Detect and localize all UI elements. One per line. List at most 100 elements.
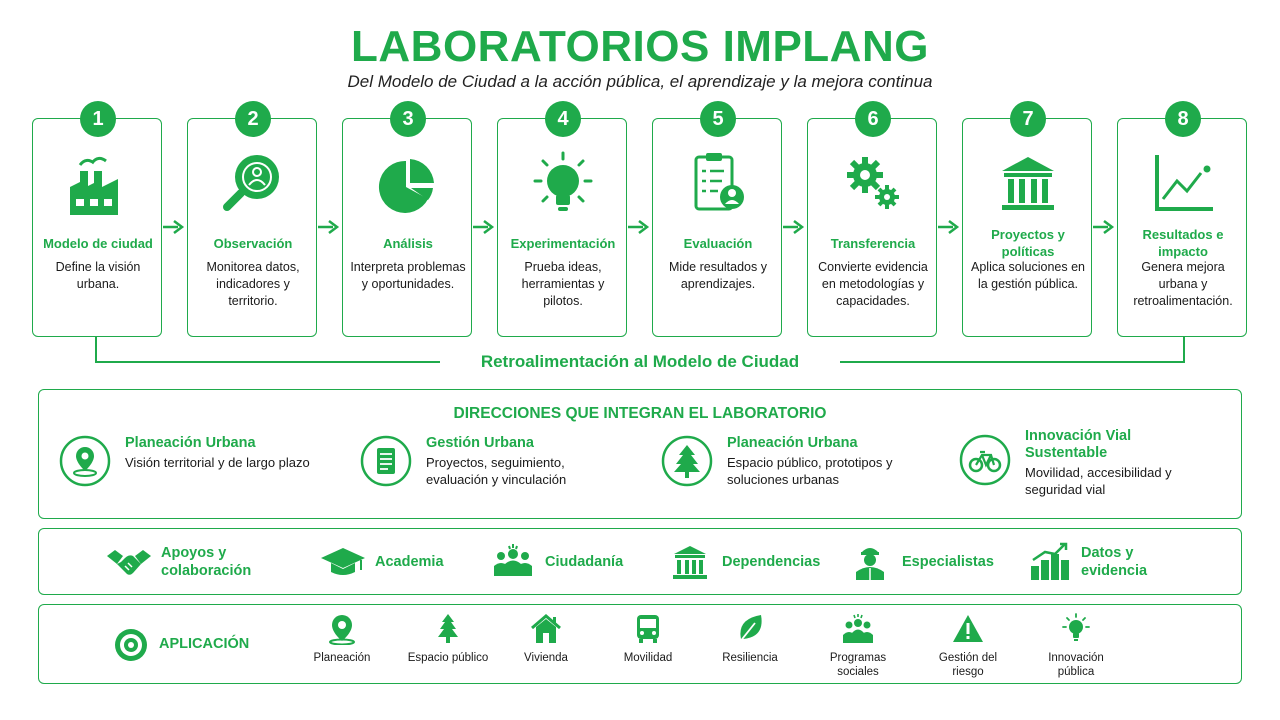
step-card-2: 2 Observación Monitorea datos, indicador… bbox=[187, 101, 317, 337]
arrow-right-icon bbox=[628, 220, 650, 234]
support-label: Datos y evidencia bbox=[1081, 545, 1148, 579]
bar-chart-icon bbox=[1031, 542, 1069, 580]
application-panel: APLICACIÓN Planeación Espacio público Vi… bbox=[38, 604, 1242, 684]
step-description: Mide resultados y aprendizajes. bbox=[669, 260, 767, 291]
application-item: Espacio público bbox=[403, 613, 493, 665]
step-number: 4 bbox=[545, 101, 581, 137]
direction-item: Gestión Urbana Proyectos, seguimiento, e… bbox=[360, 435, 660, 495]
step-description: Genera mejora urbana y retroalimentación… bbox=[1133, 260, 1233, 308]
step-title: Transferencia bbox=[830, 235, 916, 251]
factory-icon bbox=[70, 156, 118, 215]
step-number: 7 bbox=[1010, 101, 1046, 137]
lightbulb-icon bbox=[1062, 613, 1090, 641]
step-card-8: 8 Resultados e impacto Genera mejora urb… bbox=[1117, 101, 1247, 337]
direction-description: Movilidad, accesibilidad y seguridad via… bbox=[1025, 465, 1172, 497]
application-item: Innovación pública bbox=[1031, 613, 1121, 679]
application-item-label: Innovación pública bbox=[1048, 652, 1104, 678]
step-title: Análisis bbox=[383, 235, 433, 251]
directions-title: DIRECCIONES QUE INTEGRAN EL LABORATORIO bbox=[453, 405, 827, 422]
specialist-icon bbox=[856, 548, 884, 580]
step-number: 1 bbox=[80, 101, 116, 137]
document-icon bbox=[360, 435, 412, 487]
support-item: Especialistas bbox=[846, 541, 994, 583]
arrow-right-icon bbox=[163, 220, 185, 234]
direction-description: Visión territorial y de largo plazo bbox=[125, 455, 310, 470]
step-number: 6 bbox=[855, 101, 891, 137]
support-label: Dependencias bbox=[722, 554, 821, 570]
step-card-4: 4 Experimentación Prueba ideas, herramie… bbox=[497, 101, 627, 337]
target-icon bbox=[115, 629, 147, 661]
step-description: Monitorea datos, indicadores y territori… bbox=[206, 260, 300, 308]
support-item: Dependencias bbox=[666, 541, 820, 583]
leaf-icon bbox=[738, 615, 762, 644]
step-title: Experimentación bbox=[510, 235, 616, 251]
magnifier-person-icon bbox=[223, 155, 279, 211]
application-item-label: Resiliencia bbox=[722, 652, 778, 664]
arrow-right-icon bbox=[318, 220, 340, 234]
step-card-6: 6 Transferencia Convierte evidencia en m… bbox=[807, 101, 937, 337]
direction-description: Proyectos, seguimiento, evaluación y vin… bbox=[426, 455, 567, 487]
direction-description: Espacio público, prototipos y soluciones… bbox=[727, 455, 893, 487]
support-item: Ciudadanía bbox=[489, 541, 623, 583]
page-subtitle: Del Modelo de Ciudad a la acción pública… bbox=[347, 72, 933, 91]
feedback-label: Retroalimentación al Modelo de Ciudad bbox=[440, 352, 840, 372]
pie-chart-icon bbox=[378, 159, 434, 213]
direction-item: Planeación Urbana Visión territorial y d… bbox=[59, 435, 359, 495]
step-card-5: 5 Evaluación Mide resultados y aprendiza… bbox=[652, 101, 782, 337]
step-title: Observación bbox=[213, 235, 293, 251]
tree-icon bbox=[438, 614, 458, 643]
application-item: Programas sociales bbox=[813, 613, 903, 679]
application-item-label: Movilidad bbox=[623, 652, 673, 664]
application-item-label: Programas sociales bbox=[829, 652, 887, 678]
support-item: Datos y evidencia bbox=[1025, 541, 1171, 583]
step-card-3: 3 Análisis Interpreta problemas y oportu… bbox=[342, 101, 472, 337]
support-label: Apoyos y colaboración bbox=[161, 545, 252, 579]
arrow-right-icon bbox=[1093, 220, 1115, 234]
step-title: Resultados e impacto bbox=[1142, 227, 1224, 259]
step-description: Define la visión urbana. bbox=[55, 260, 141, 291]
direction-name: Innovación Vial Sustentable bbox=[1025, 428, 1132, 461]
arrow-right-icon bbox=[473, 220, 495, 234]
support-label: Especialistas bbox=[902, 554, 994, 570]
step-description: Aplica soluciones en la gestión pública. bbox=[971, 260, 1085, 291]
step-description: Convierte evidencia en metodologías y ca… bbox=[818, 260, 928, 308]
step-title: Modelo de ciudad bbox=[43, 235, 153, 251]
bicycle-icon bbox=[959, 434, 1011, 486]
people-icon bbox=[494, 544, 532, 576]
application-item-label: Gestión del riesgo bbox=[938, 652, 998, 678]
tree-icon bbox=[661, 435, 713, 487]
gears-icon bbox=[847, 157, 899, 209]
support-item: Academia bbox=[319, 541, 444, 583]
map-pin-icon bbox=[59, 435, 111, 487]
government-icon bbox=[673, 546, 707, 579]
arrow-right-icon bbox=[783, 220, 805, 234]
building-icon bbox=[1002, 157, 1054, 210]
bus-icon bbox=[637, 615, 659, 643]
direction-item: Planeación Urbana Espacio público, proto… bbox=[661, 435, 961, 495]
warning-icon bbox=[953, 615, 983, 642]
step-number: 8 bbox=[1165, 101, 1201, 137]
directions-panel: DIRECCIONES QUE INTEGRAN EL LABORATORIO … bbox=[38, 389, 1242, 519]
line-chart-icon bbox=[1155, 155, 1213, 211]
arrow-right-icon bbox=[938, 220, 960, 234]
application-item-label: Planeación bbox=[313, 652, 371, 664]
page-title: LABORATORIOS IMPLANG bbox=[351, 22, 929, 71]
supports-panel: Apoyos y colaboración Academia Ciudadaní… bbox=[38, 528, 1242, 595]
step-number: 2 bbox=[235, 101, 271, 137]
lightbulb-icon bbox=[533, 151, 593, 211]
application-item-label: Espacio público bbox=[407, 652, 489, 664]
step-description: Interpreta problemas y oportunidades. bbox=[350, 260, 466, 291]
application-item: Vivienda bbox=[501, 613, 591, 665]
people-icon bbox=[843, 614, 873, 643]
step-card-7: 7 Proyectos y políticas Aplica solucione… bbox=[962, 101, 1092, 337]
step-title: Proyectos y políticas bbox=[991, 227, 1065, 259]
direction-item: Innovación Vial Sustentable Movilidad, a… bbox=[959, 428, 1239, 497]
direction-name: Planeación Urbana bbox=[727, 435, 858, 451]
application-item: Movilidad bbox=[603, 613, 693, 665]
step-number: 3 bbox=[390, 101, 426, 137]
step-description: Prueba ideas, herramientas y pilotos. bbox=[521, 260, 605, 308]
clipboard-icon bbox=[694, 153, 744, 211]
support-item: Apoyos y colaboración bbox=[105, 541, 271, 583]
application-item: Resiliencia bbox=[705, 613, 795, 665]
direction-name: Gestión Urbana bbox=[426, 435, 534, 451]
